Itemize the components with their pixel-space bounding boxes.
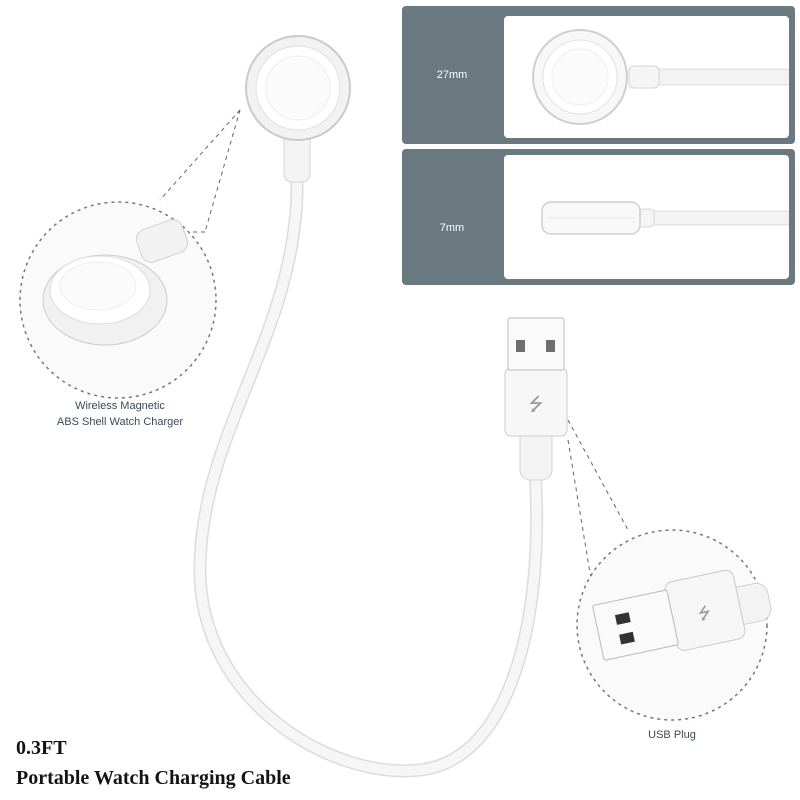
diameter-panel: 27mm xyxy=(402,6,795,144)
thickness-label: 7mm xyxy=(439,222,465,234)
diameter-label: 27mm xyxy=(436,69,468,81)
cable xyxy=(194,173,542,776)
svg-text:⭍: ⭍ xyxy=(696,602,713,623)
usb-pin-hole xyxy=(546,340,555,352)
product-name: Portable Watch Charging Cable xyxy=(16,767,291,789)
usb-plug-zoom xyxy=(592,589,679,661)
wireless-charger-label: Wireless Magnetic ABS Shell Watch Charge… xyxy=(30,398,210,430)
usb-symbol-icon: ⭍ xyxy=(529,394,544,415)
callout-line xyxy=(204,109,241,233)
usb-plug-label: USB Plug xyxy=(648,729,696,741)
charger-front-illustration xyxy=(532,29,789,125)
cable-outline xyxy=(193,171,544,778)
diameter-view xyxy=(504,16,789,138)
product-title: 0.3FT Portable Watch Charging Cable xyxy=(16,733,291,793)
thickness-view xyxy=(504,155,789,279)
callout-line xyxy=(567,439,593,586)
wireless-label-line1: Wireless Magnetic xyxy=(75,400,165,412)
usb-plug-metal xyxy=(507,317,565,371)
cable-length: 0.3FT xyxy=(16,737,67,759)
wireless-label-line2: ABS Shell Watch Charger xyxy=(56,416,184,428)
callout-line xyxy=(567,419,629,531)
cable-neck xyxy=(628,65,660,89)
usb-pin-hole xyxy=(516,340,525,352)
thickness-panel: 7mm xyxy=(402,149,795,285)
callout-line xyxy=(159,109,241,201)
charger-side-illustration xyxy=(541,201,789,235)
